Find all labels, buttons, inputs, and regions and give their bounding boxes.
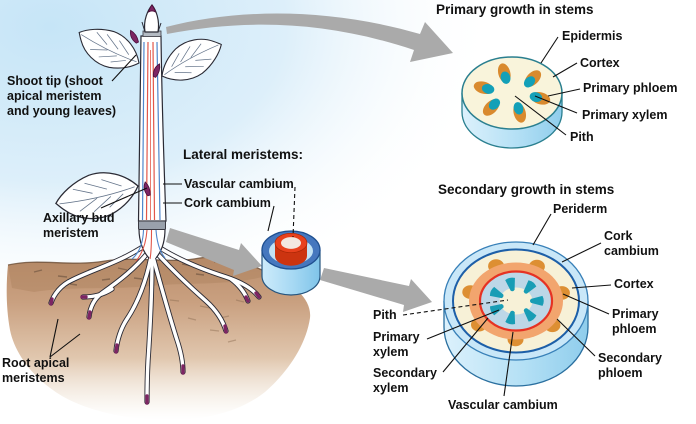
pith-label-secondary: Pith [373, 308, 397, 322]
cork-cambium-label-secondary: Cork cambium [604, 229, 659, 258]
primary-phloem-label-secondary: Primary phloem [612, 307, 659, 336]
flow-arrows [166, 13, 453, 312]
root-apical-label: Root apical meristems [2, 356, 70, 385]
primary-growth-disc [461, 56, 563, 149]
secondary-phloem-label: Secondary phloem [598, 351, 662, 380]
arrow-stem-to-cylinder [166, 228, 262, 276]
root-trunk [131, 228, 166, 262]
cortex-label-primary: Cortex [580, 56, 620, 70]
root-tips [49, 291, 261, 405]
primary-xylem-label-secondary: Primary xylem [373, 330, 420, 359]
leaf [55, 172, 139, 220]
cortex-label-secondary: Cortex [614, 277, 654, 291]
roots [48, 239, 262, 405]
axillary-bud [130, 29, 139, 44]
leader-lines [49, 36, 612, 397]
primary-phloem-label: Primary phloem [583, 81, 678, 95]
secondary-growth-disc [443, 241, 589, 387]
cork-cambium-label: Cork cambium [184, 196, 271, 210]
pith-center [499, 287, 533, 315]
axillary-bud [152, 63, 161, 78]
arrow-shoot-to-primary [166, 13, 453, 62]
secondary-xylem-label: Secondary xylem [373, 366, 437, 395]
vascular-cambium-label-secondary: Vascular cambium [448, 398, 558, 412]
periderm-label: Periderm [553, 202, 608, 216]
primary-xylem-wedges [489, 277, 544, 325]
leaf [161, 38, 222, 81]
vascular-bundles [473, 63, 551, 123]
epidermis-label: Epidermis [562, 29, 623, 43]
lateral-meristem-cylinder [261, 230, 321, 296]
leaf [78, 28, 140, 69]
vascular-cambium-label: Vascular cambium [184, 177, 294, 191]
lateral-meristems-heading: Lateral meristems: [183, 147, 304, 162]
axillary-bud-label: Axillary bud meristem [43, 211, 115, 240]
buds [130, 4, 162, 197]
stem [137, 30, 167, 230]
shoot-tip-label: Shoot tip (shoot apical meristem and you… [7, 74, 117, 118]
apical-bud [141, 4, 162, 33]
primary-growth-heading: Primary growth in stems [436, 2, 594, 17]
stem-sample-band [138, 220, 166, 230]
arrow-cylinder-to-secondary [320, 268, 432, 312]
leaves [55, 28, 222, 220]
pith-label-primary: Pith [570, 130, 594, 144]
epidermis-surface [461, 56, 563, 130]
secondary-growth-heading: Secondary growth in stems [438, 182, 615, 197]
primary-xylem-label: Primary xylem [582, 108, 668, 122]
axillary-bud [143, 181, 151, 197]
